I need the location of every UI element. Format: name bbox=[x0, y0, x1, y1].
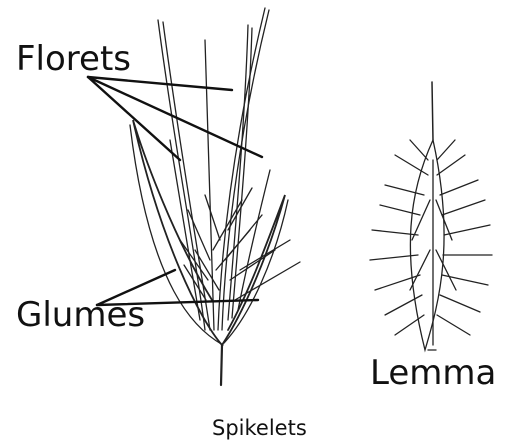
florets-label: Florets bbox=[16, 42, 131, 76]
lemma-label: Lemma bbox=[370, 356, 496, 390]
florets-leader-3 bbox=[88, 77, 180, 160]
florets-leader-2 bbox=[88, 77, 262, 157]
figure-caption: Spikelets bbox=[212, 418, 307, 439]
lemma-illustration bbox=[370, 82, 492, 350]
spikelet-illustration bbox=[130, 8, 300, 385]
glumes-label: Glumes bbox=[16, 298, 145, 332]
